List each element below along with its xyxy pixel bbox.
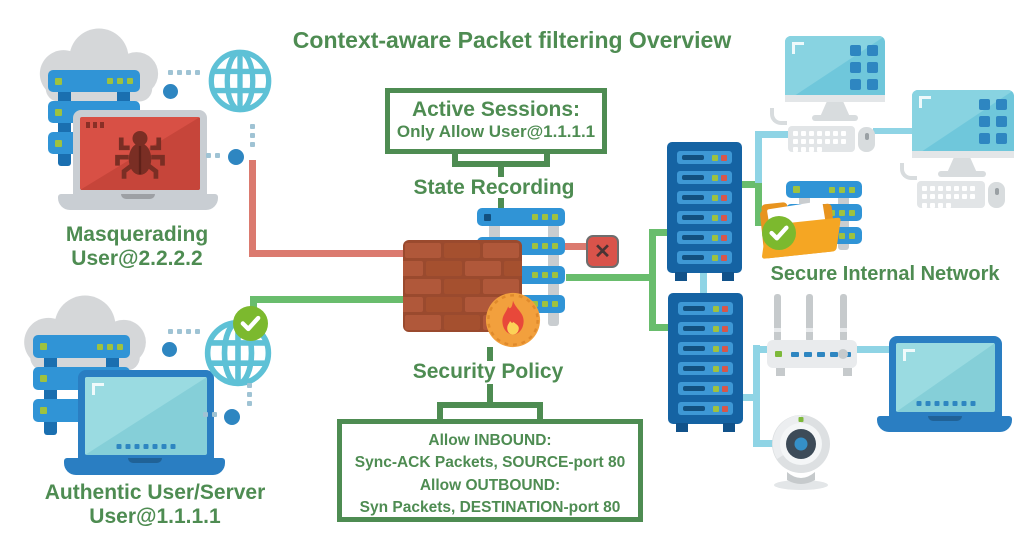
masquerading-label: Masquerading User@2.2.2.2 (65, 223, 209, 271)
policy-bracket (437, 402, 543, 420)
security-policy-label: Security Policy (412, 360, 564, 383)
active-sessions-box: Active Sessions: Only Allow User@1.1.1.1 (385, 88, 607, 154)
masquerading-globe-icon (206, 47, 274, 120)
mouse-icon (858, 127, 875, 152)
authentic-label: Authentic User/Server User@1.1.1.1 (44, 481, 266, 529)
monitor-icon (785, 36, 885, 102)
monitor-icon (912, 90, 1014, 158)
blocked-x-icon: ✕ (586, 235, 619, 268)
page-title: Context-aware Packet filtering Overview (292, 27, 732, 53)
flame-icon (484, 291, 542, 354)
folder-check-badge-icon (762, 216, 796, 255)
secure-network-label: Secure Internal Network (770, 263, 1000, 285)
check-badge-icon (233, 306, 268, 346)
bug-icon (108, 122, 172, 187)
mouse-icon (988, 182, 1005, 208)
server-rack-top-icon (667, 142, 742, 281)
sessions-bracket (452, 152, 550, 167)
state-recording-label: State Recording (413, 176, 575, 199)
keyboard-icon (917, 181, 985, 208)
security-policy-box: Allow INBOUND: Sync-ACK Packets, SOURCE-… (337, 419, 643, 522)
server-rack-bottom-icon (668, 293, 743, 432)
keyboard-icon (788, 126, 855, 152)
